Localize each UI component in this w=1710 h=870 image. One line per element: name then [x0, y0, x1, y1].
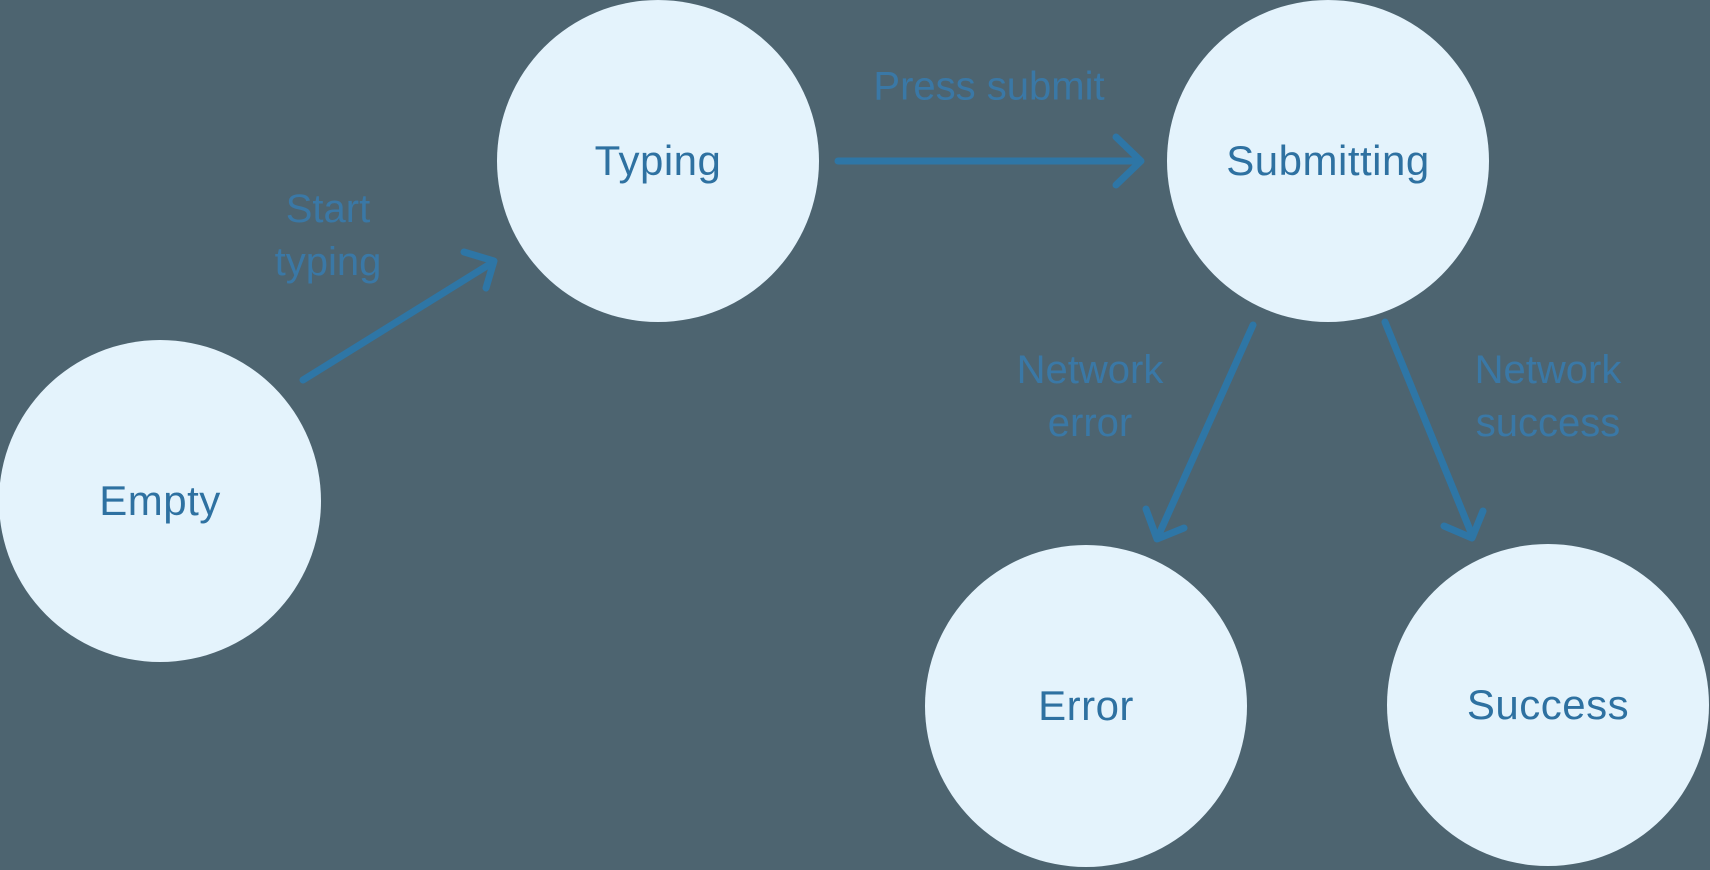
transition-arrow-network-success	[1381, 318, 1487, 542]
state-label-empty: Empty	[99, 477, 221, 524]
transition-label-line: Network	[1016, 348, 1164, 392]
arrowhead-icon	[1112, 133, 1145, 189]
state-label-error: Error	[1038, 682, 1134, 729]
transition-arrow-press-submit	[834, 133, 1145, 189]
transition-label-line: typing	[274, 240, 382, 284]
transition-label-line: Start	[285, 187, 371, 231]
transition-label-start-typing: Start typing	[275, 183, 382, 289]
state-label-submitting: Submitting	[1226, 137, 1430, 184]
transition-label-line: Network	[1474, 348, 1622, 392]
state-label-typing: Typing	[594, 137, 722, 184]
arrowhead-icon	[1440, 507, 1487, 542]
transition-label-line: success	[1475, 401, 1621, 445]
state-node-error: Error	[925, 545, 1247, 867]
transition-label-press-submit: Press submit	[873, 61, 1104, 114]
arrowhead-icon	[1142, 505, 1188, 543]
transition-label-network-success: Network success	[1475, 344, 1622, 450]
state-node-success: Success	[1387, 544, 1709, 866]
state-node-submitting: Submitting	[1167, 0, 1489, 322]
state-node-empty: Empty	[0, 340, 321, 662]
state-label-success: Success	[1466, 681, 1630, 728]
arrowhead-icon	[460, 248, 498, 292]
transition-label-network-error: Network error	[1017, 344, 1164, 450]
state-node-typing: Typing	[497, 0, 819, 322]
transition-label-line: error	[1047, 401, 1133, 445]
transition-label-line: Press submit	[873, 64, 1105, 109]
